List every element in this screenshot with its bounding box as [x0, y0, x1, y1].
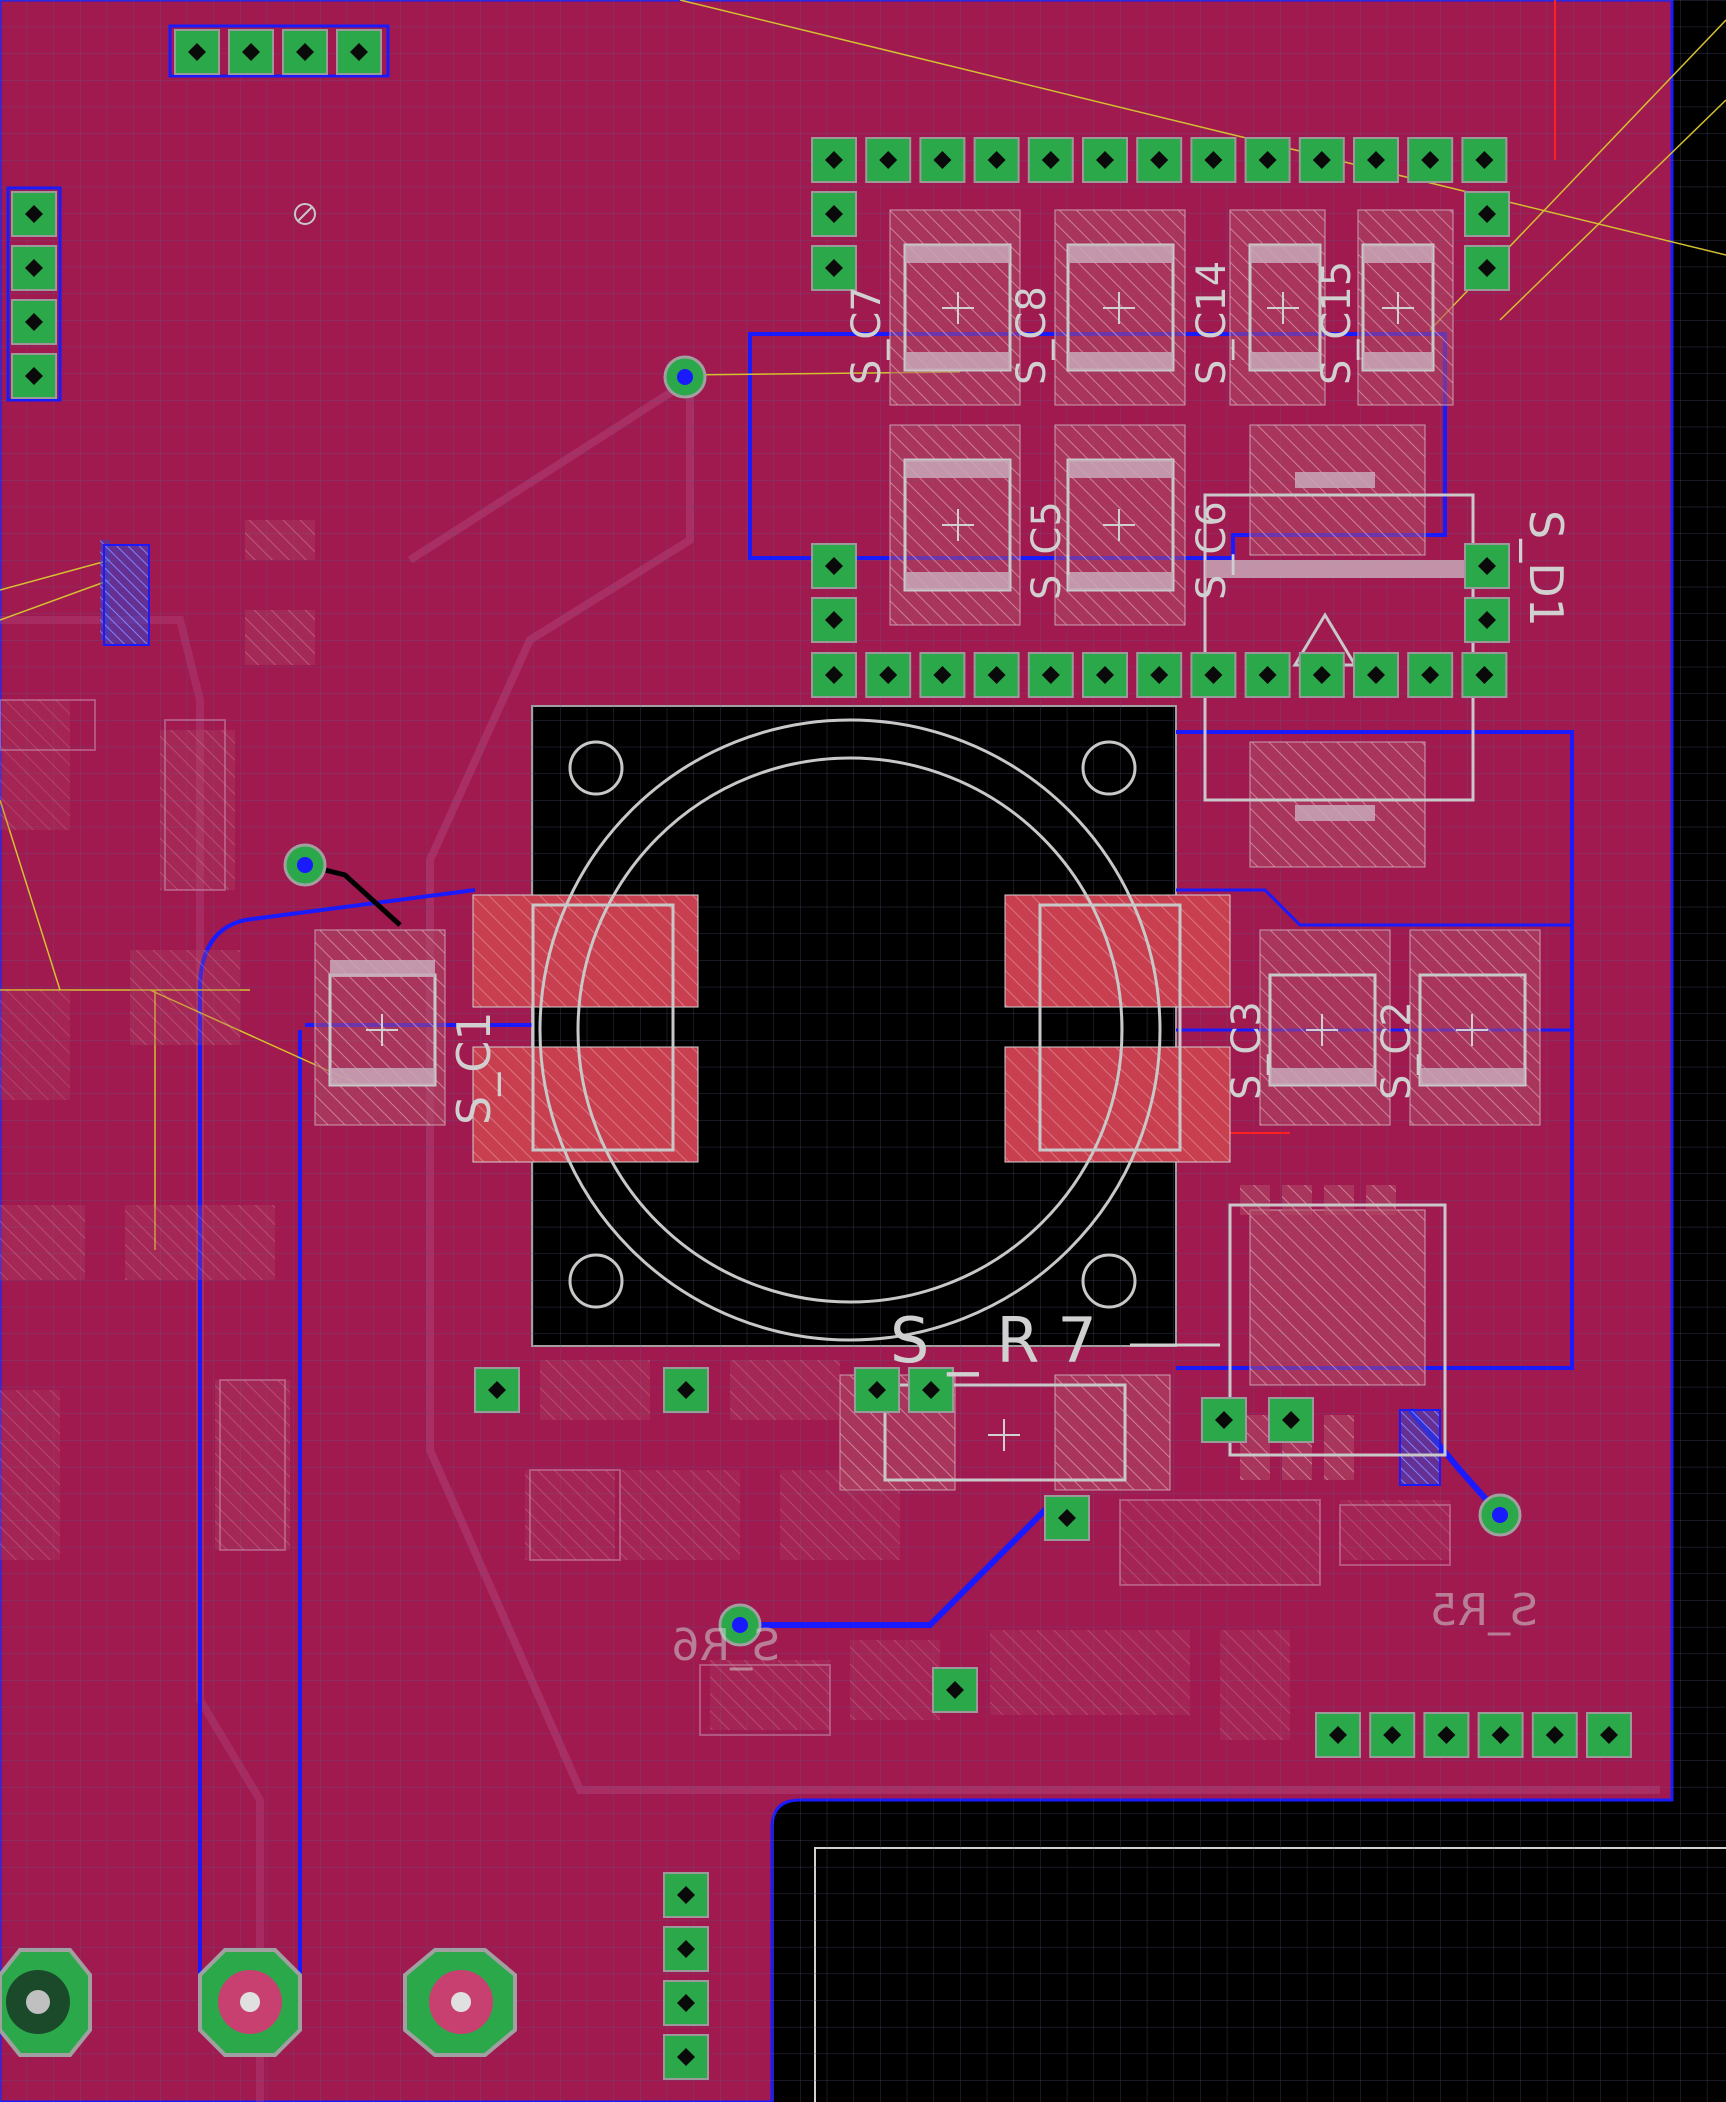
pad-drill [879, 151, 898, 169]
pad-drill [1329, 1726, 1347, 1744]
label-s-c2: S_C2 [1374, 1001, 1420, 1100]
dim-silkscreen [0, 699, 1451, 1736]
pad-drill [296, 43, 314, 61]
inductor-silkscreen [531, 718, 1182, 1342]
pad-drill [825, 259, 843, 277]
label-s-c5: S_C5 [1024, 501, 1070, 600]
pad-drill [825, 611, 843, 629]
pad-drill [1383, 1726, 1402, 1744]
component-labels: S_R7 S_C1 S_C2 S_C3 S_C5 S_C6 S_C7 S_C8 … [447, 261, 1573, 1671]
pad-drill [987, 666, 1006, 684]
through-hole-pad[interactable] [474, 1367, 520, 1413]
pad-drill [25, 313, 43, 331]
through-hole-pad[interactable] [1407, 137, 1454, 183]
through-hole-pad[interactable] [1201, 1397, 1247, 1443]
pad-drill [1096, 151, 1114, 169]
header-outline [168, 24, 390, 78]
label-s-c14: S_C14 [1189, 261, 1235, 385]
pad-drill [677, 1381, 695, 1399]
label-s-c8: S_C8 [1009, 286, 1055, 385]
pad-drill [1600, 1726, 1618, 1744]
pad-drill [1150, 151, 1169, 169]
pad-drill [1478, 259, 1496, 277]
through-hole-pad[interactable] [811, 191, 857, 237]
pad-drill [25, 259, 43, 277]
pad-drill [1058, 1509, 1076, 1527]
pad-drill [242, 43, 260, 61]
label-s-c6: S_C6 [1189, 501, 1235, 600]
pad-drill [987, 151, 1006, 169]
pad-drill [1421, 666, 1440, 684]
pad-drill [1258, 666, 1277, 684]
pad-drill [933, 151, 952, 169]
pad-drill [868, 1381, 886, 1399]
pad-drill [946, 1681, 964, 1699]
through-hole-pad[interactable] [1298, 652, 1345, 698]
pad-drill [1150, 666, 1169, 684]
pad-drill [1312, 151, 1331, 169]
pad-drill [825, 205, 843, 223]
pad-drill [677, 1940, 695, 1958]
label-s-c3: S_C3 [1224, 1001, 1270, 1100]
pad-drill [1478, 557, 1496, 575]
capacitor-pad-highlights [330, 245, 1525, 1085]
vias[interactable] [283, 203, 1522, 1647]
pad-drill [488, 1381, 506, 1399]
pad-drill [1475, 666, 1494, 684]
pad-drill [677, 1886, 695, 1904]
pad-drill [1545, 1726, 1564, 1744]
through-hole-pad[interactable] [1353, 652, 1399, 698]
label-s-c15: S_C15 [1314, 261, 1360, 385]
pad-drill [1258, 151, 1277, 169]
through-hole-pad[interactable] [919, 652, 966, 698]
pad-drill [677, 1994, 695, 2012]
pad-drill [1041, 666, 1060, 684]
pad-drill [1367, 151, 1385, 169]
capacitor-center-marks [366, 292, 1488, 1451]
pad-drill [1421, 151, 1440, 169]
label-s-d1: S_D1 [1519, 510, 1573, 627]
pad-drill [1204, 151, 1223, 169]
pad-drill [1041, 151, 1060, 169]
pad-drill [1282, 1411, 1300, 1429]
mounting-pads[interactable] [0, 1948, 517, 2057]
through-hole-pad[interactable] [1464, 191, 1510, 237]
pad-drill [922, 1381, 940, 1399]
pad-drill [825, 666, 843, 684]
pad-drill [1215, 1411, 1233, 1429]
pad-drill [25, 367, 43, 385]
through-hole-pads[interactable] [6, 24, 1632, 2080]
label-s-c7: S_C7 [844, 286, 890, 385]
pad-drill [1491, 1726, 1510, 1744]
through-hole-pad[interactable] [1369, 1712, 1416, 1758]
pad-drill [350, 43, 368, 61]
pad-drill [1312, 666, 1331, 684]
pad-drill [825, 151, 843, 169]
pad-drill [879, 666, 898, 684]
pad-drill [188, 43, 206, 61]
pad-drill [1437, 1726, 1456, 1744]
header-outline [6, 186, 62, 402]
pad-drill [25, 205, 43, 223]
label-s-r6: S_R6 [672, 1620, 781, 1671]
pad-drill [1204, 666, 1223, 684]
pad-drill [1478, 205, 1496, 223]
pad-drill [677, 2048, 695, 2066]
pad-drill [1475, 151, 1494, 169]
pad-drill [825, 557, 843, 575]
pad-drill [933, 666, 952, 684]
pad-drill [1096, 666, 1114, 684]
label-s-r5: S_R5 [1430, 1585, 1539, 1636]
label-s-r7: S_R7 [890, 1304, 1115, 1377]
inductor-pads[interactable] [472, 894, 1231, 1163]
label-s-c1: S_C1 [447, 1011, 501, 1125]
pad-drill [1478, 611, 1496, 629]
pad-drill [1367, 666, 1385, 684]
